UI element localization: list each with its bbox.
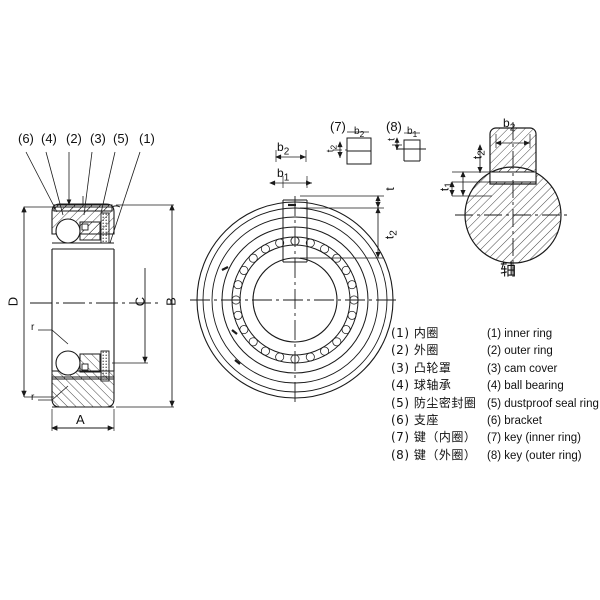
- callout-3: (3): [90, 131, 106, 146]
- key-detail-7: [333, 131, 372, 165]
- legend-chinese: (1) 内圈 (2) 外圈 (3) 凸轮罩 (4) 球轴承 (5) 防尘密封圈 …: [391, 325, 476, 464]
- key-detail-8-tag: (8): [386, 119, 402, 134]
- callout-1: (1): [139, 131, 155, 146]
- legend-cn-item: (1) 内圈: [391, 326, 439, 340]
- key7-t-label: t2: [325, 144, 339, 153]
- legend-cn-item: (4) 球轴承: [391, 378, 452, 393]
- legend-cn-item: (7) 键（内圈）: [391, 430, 477, 445]
- legend-en-item: (5) dustproof seal ring: [487, 397, 599, 410]
- legend-en-item: (6) bracket: [487, 415, 542, 428]
- dimension-t2-front: t2: [382, 230, 400, 240]
- legend-cn-item: (3) 凸轮罩: [391, 360, 452, 375]
- dimension-t-front: t: [383, 187, 397, 191]
- dimension-b2-front: b2: [277, 140, 290, 158]
- callout-5: (5): [113, 131, 129, 146]
- key8-b-label: b1: [407, 126, 418, 139]
- callout-6: (6): [18, 131, 34, 146]
- legend-en-item: (1) inner ring: [487, 328, 553, 340]
- shaft-detail: [449, 122, 571, 277]
- shaft-b2-label: b2: [503, 116, 516, 134]
- callout-2: (2): [66, 131, 82, 146]
- key-detail-8: [392, 132, 426, 162]
- key8-t-label: t: [386, 138, 398, 141]
- shaft-t1-label: t1: [437, 182, 455, 192]
- radius-r-top: r: [31, 322, 35, 333]
- legend-en-item: (3) cam cover: [487, 362, 558, 375]
- legend-cn-item: (6) 支座: [391, 413, 439, 428]
- legend-en-item: (4) ball bearing: [487, 380, 564, 393]
- radius-r-bottom: r: [31, 392, 35, 403]
- dimension-C: C: [132, 296, 148, 307]
- key7-b-label: b2: [354, 126, 365, 139]
- legend-en-item: (2) outer ring: [487, 345, 553, 358]
- legend-cn-item: (2) 外圈: [391, 343, 439, 358]
- key-detail-7-tag: (7): [330, 119, 346, 134]
- dimension-b1-front: b1: [277, 166, 290, 184]
- callout-4: (4): [41, 131, 57, 146]
- sectional-side-view: [21, 151, 175, 431]
- legend-en-item: (8) key (outer ring): [487, 449, 582, 462]
- dimension-D: D: [5, 296, 21, 307]
- legend-en-item: (7) key (inner ring): [487, 432, 581, 445]
- legend-cn-item: (5) 防尘密封圈: [391, 395, 477, 410]
- dimension-B: B: [163, 297, 179, 306]
- legend-cn-item: (8) 键（外圈）: [391, 447, 477, 462]
- shaft-name-label: 轴: [500, 260, 517, 279]
- front-circular-view: [190, 150, 400, 404]
- dimension-A: A: [76, 412, 85, 427]
- shaft-t2-label: t2: [470, 150, 488, 160]
- legend-english: (1) inner ring (2) outer ring (3) cam co…: [487, 326, 599, 465]
